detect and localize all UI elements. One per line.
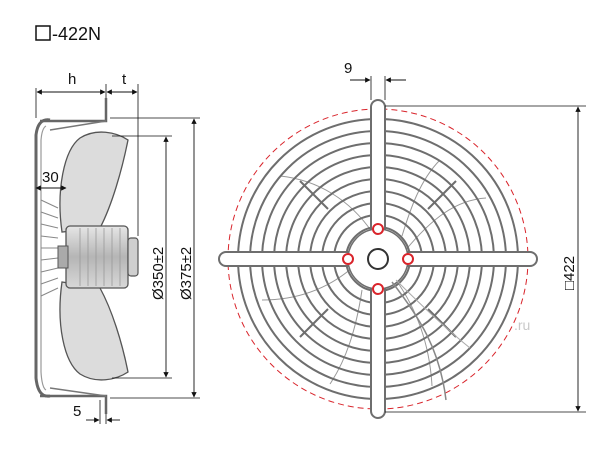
guard-profile-inner bbox=[40, 125, 47, 391]
motor-end-cap bbox=[127, 237, 139, 277]
blade-top bbox=[59, 131, 129, 233]
hub bbox=[57, 245, 69, 269]
front-view: 9 □422 .ru bbox=[218, 60, 586, 419]
motor-fins bbox=[79, 228, 121, 286]
dim-350-label: Ø350±2 bbox=[150, 247, 167, 300]
bracket-top bbox=[40, 98, 108, 123]
motor-body bbox=[65, 225, 129, 289]
mount-hole-top bbox=[372, 223, 384, 235]
dim-9-label: 9 bbox=[344, 60, 352, 77]
dim-422-label: □422 bbox=[561, 256, 578, 290]
mount-hole-bottom bbox=[372, 283, 384, 295]
dim-5-label: 5 bbox=[73, 403, 81, 420]
side-view: h t 30 5 Ø350±2 Ø375±2 bbox=[34, 71, 200, 424]
model-number: -422N bbox=[52, 24, 101, 44]
power-cable bbox=[391, 281, 447, 401]
watermark: .ru bbox=[514, 317, 530, 333]
square-symbol-icon bbox=[35, 25, 51, 41]
dim-30-label: 30 bbox=[42, 169, 59, 186]
model-title: -422N bbox=[35, 24, 101, 44]
blade-bottom bbox=[59, 281, 129, 381]
mount-hole-right bbox=[402, 253, 414, 265]
mount-hole-left bbox=[342, 253, 354, 265]
guard-spokes-diagonal bbox=[299, 180, 457, 338]
dim-t-label: t bbox=[122, 71, 127, 88]
dim-h-label: h bbox=[68, 71, 76, 88]
guard-rings-side bbox=[40, 199, 59, 297]
dim-375-label: Ø375±2 bbox=[178, 247, 195, 300]
arm-top bbox=[49, 120, 107, 131]
guard-profile-outer bbox=[34, 118, 51, 398]
power-cable-2 bbox=[395, 279, 471, 349]
hub-center bbox=[367, 248, 389, 270]
arm-bottom bbox=[49, 387, 107, 397]
